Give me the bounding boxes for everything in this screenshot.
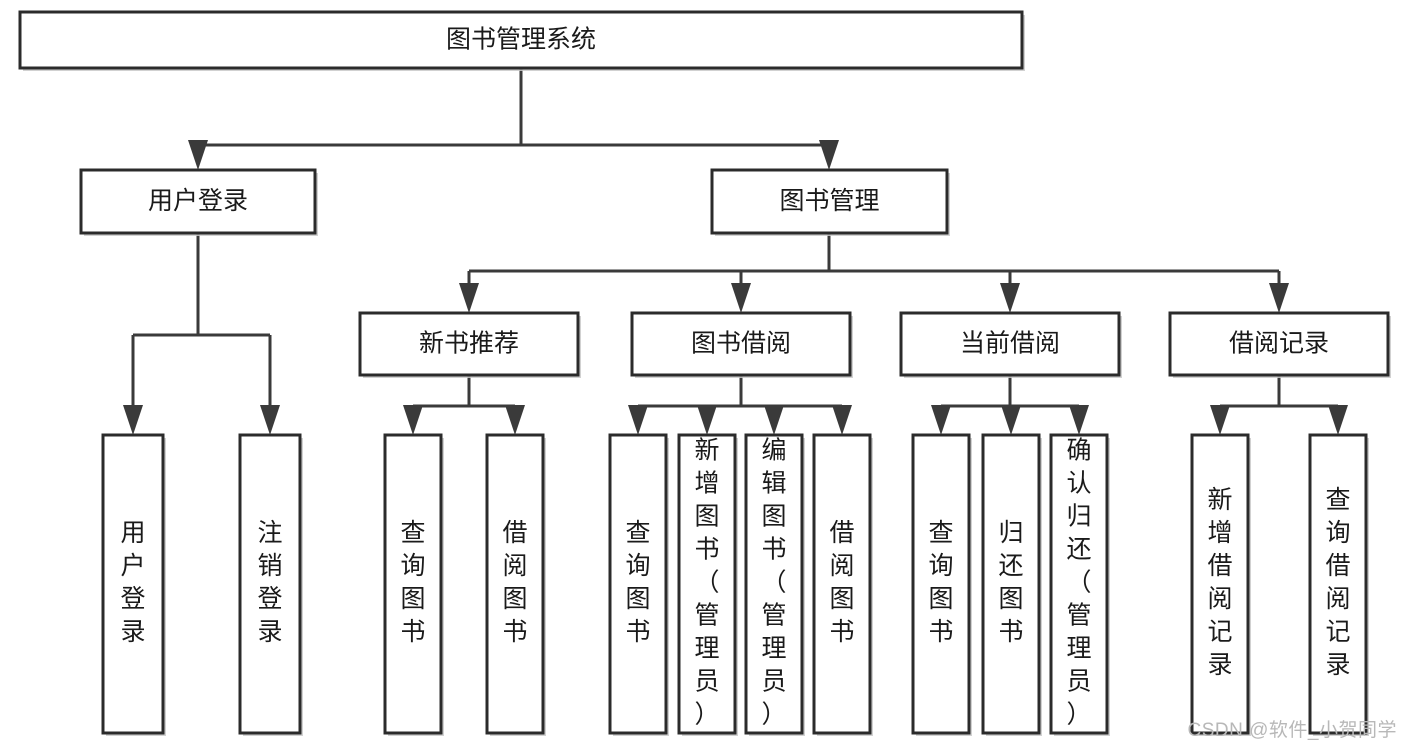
node-leaf-query-book-2[interactable]: 查询图书 <box>608 433 669 736</box>
node-box[interactable] <box>485 433 545 735</box>
node-label: 借阅记录 <box>1229 330 1329 358</box>
connector-recommend-to-leaves <box>403 375 525 435</box>
node-label: 编辑图书（管理员） <box>761 437 786 729</box>
connector-root-to-level2 <box>188 68 839 170</box>
node-book-manage[interactable]: 图书管理 <box>710 168 950 236</box>
node-leaf-borrow-book-2[interactable]: 借阅图书 <box>812 433 873 736</box>
node-label: 新书推荐 <box>419 330 519 358</box>
node-box[interactable] <box>1308 433 1368 735</box>
node-box[interactable] <box>1190 433 1250 735</box>
node-leaf-confirm-return[interactable]: 确认归还（管理员） <box>1049 433 1110 736</box>
node-label: 查询借阅记录 <box>1325 486 1350 679</box>
connector-bookmanage-to-level3 <box>459 233 1289 313</box>
node-label: 借阅图书 <box>502 519 527 646</box>
node-leaf-query-record[interactable]: 查询借阅记录 <box>1308 433 1369 736</box>
node-box[interactable] <box>981 433 1041 735</box>
node-leaf-borrow-book-1[interactable]: 借阅图书 <box>485 433 546 736</box>
node-leaf-query-book-1[interactable]: 查询图书 <box>383 433 444 736</box>
node-label: 图书管理系统 <box>446 26 596 54</box>
node-leaf-add-book[interactable]: 新增图书（管理员） <box>677 433 738 736</box>
node-leaf-user-login[interactable]: 用户登录 <box>101 433 166 736</box>
connectors-layer <box>123 68 1348 435</box>
node-box[interactable] <box>383 433 443 735</box>
node-box[interactable] <box>101 433 165 735</box>
node-label: 借阅图书 <box>829 519 854 646</box>
node-current-borrow[interactable]: 当前借阅 <box>899 311 1122 378</box>
node-box[interactable] <box>630 311 852 377</box>
node-new-book-recommend[interactable]: 新书推荐 <box>358 311 581 378</box>
node-box[interactable] <box>812 433 872 735</box>
node-box[interactable] <box>710 168 949 235</box>
node-box[interactable] <box>744 433 804 735</box>
node-box[interactable] <box>18 10 1024 70</box>
csdn-watermark: CSDN @软件_小贺同学 <box>1187 720 1397 741</box>
node-box[interactable] <box>1168 311 1390 377</box>
node-box[interactable] <box>899 311 1121 377</box>
node-box[interactable] <box>358 311 580 377</box>
node-leaf-user-logout[interactable]: 注销登录 <box>238 433 303 736</box>
connector-borrow-to-leaves <box>628 375 852 435</box>
nodes-layer: 图书管理系统用户登录图书管理新书推荐图书借阅当前借阅借阅记录用户登录注销登录查询… <box>18 10 1391 736</box>
connector-current-to-leaves <box>931 375 1089 435</box>
node-leaf-edit-book[interactable]: 编辑图书（管理员） <box>744 433 805 736</box>
node-label: 查询图书 <box>400 519 425 646</box>
node-label: 注销登录 <box>257 519 282 646</box>
node-box[interactable] <box>677 433 737 735</box>
node-leaf-return-book[interactable]: 归还图书 <box>981 433 1042 736</box>
node-label: 新增图书（管理员） <box>694 437 719 729</box>
node-box[interactable] <box>1049 433 1109 735</box>
node-label: 图书借阅 <box>691 330 791 358</box>
node-label: 新增借阅记录 <box>1207 486 1232 679</box>
node-label: 用户登录 <box>148 187 248 215</box>
node-box[interactable] <box>608 433 668 735</box>
node-label: 当前借阅 <box>960 330 1060 358</box>
node-user-login[interactable]: 用户登录 <box>79 168 318 236</box>
connector-record-to-leaves <box>1210 375 1348 435</box>
node-leaf-add-record[interactable]: 新增借阅记录 <box>1190 433 1251 736</box>
node-leaf-query-book-3[interactable]: 查询图书 <box>911 433 972 736</box>
node-label: 用户登录 <box>120 519 145 646</box>
node-box[interactable] <box>238 433 302 735</box>
node-label: 确认归还（管理员） <box>1066 437 1091 729</box>
node-box[interactable] <box>911 433 971 735</box>
node-label: 查询图书 <box>928 519 953 646</box>
node-borrow-record[interactable]: 借阅记录 <box>1168 311 1391 378</box>
node-box[interactable] <box>79 168 317 235</box>
node-root[interactable]: 图书管理系统 <box>18 10 1025 71</box>
node-label: 查询图书 <box>625 519 650 646</box>
node-book-borrow[interactable]: 图书借阅 <box>630 311 853 378</box>
connector-userlogin-to-leaves <box>123 233 280 435</box>
node-label: 归还图书 <box>998 519 1023 646</box>
node-label: 图书管理 <box>779 187 879 215</box>
